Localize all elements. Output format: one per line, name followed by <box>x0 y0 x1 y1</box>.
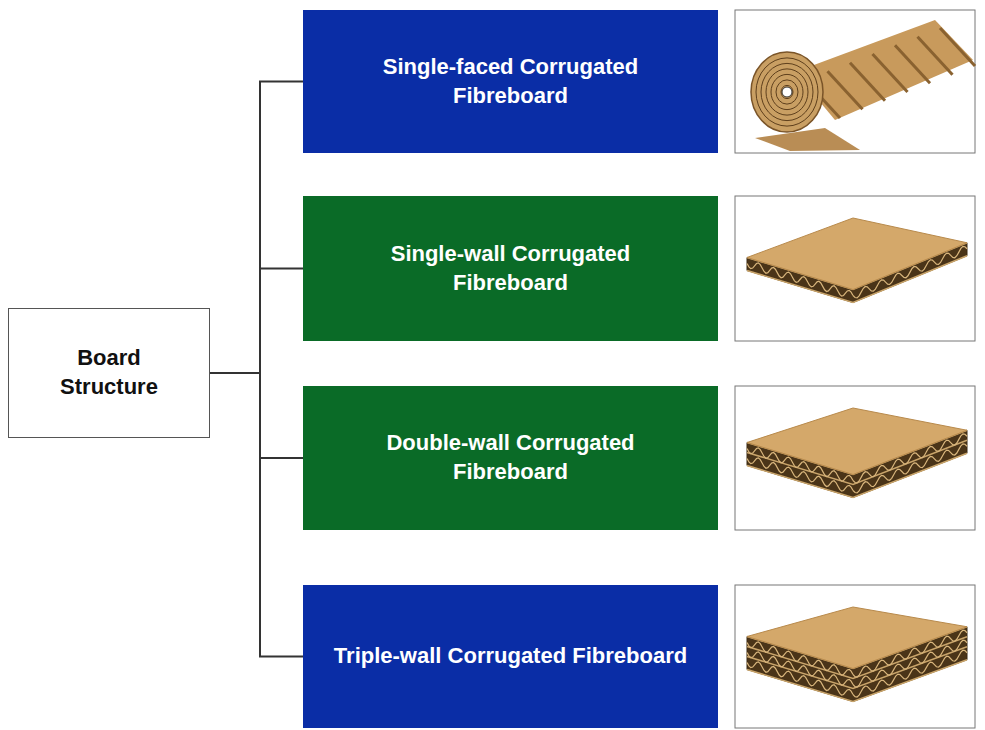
root-box: Board Structure <box>8 308 210 438</box>
node-label: Triple-wall Corrugated Fibreboard <box>334 642 687 671</box>
image-frame <box>735 585 975 728</box>
image-frame <box>735 196 975 341</box>
image-frame <box>735 10 975 153</box>
node-label: Double-wall Corrugated Fibreboard <box>331 429 691 486</box>
tree-connector <box>210 373 303 458</box>
image-frame <box>735 386 975 530</box>
tree-connector <box>210 269 303 374</box>
tree-connector <box>210 82 303 374</box>
board-drawing <box>747 408 967 498</box>
board-drawing <box>747 218 967 303</box>
category-box: Triple-wall Corrugated Fibreboard <box>303 585 718 728</box>
node-label: Single-faced Corrugated Fibreboard <box>331 53 691 110</box>
category-box: Double-wall Corrugated Fibreboard <box>303 386 718 530</box>
node-label: Single-wall Corrugated Fibreboard <box>331 240 691 297</box>
tree-connector <box>210 373 303 657</box>
category-box: Single-wall Corrugated Fibreboard <box>303 196 718 341</box>
single-faced-roll <box>751 20 975 151</box>
node-label: Board Structure <box>39 344 179 401</box>
category-box: Single-faced Corrugated Fibreboard <box>303 10 718 153</box>
board-drawing <box>747 607 967 702</box>
